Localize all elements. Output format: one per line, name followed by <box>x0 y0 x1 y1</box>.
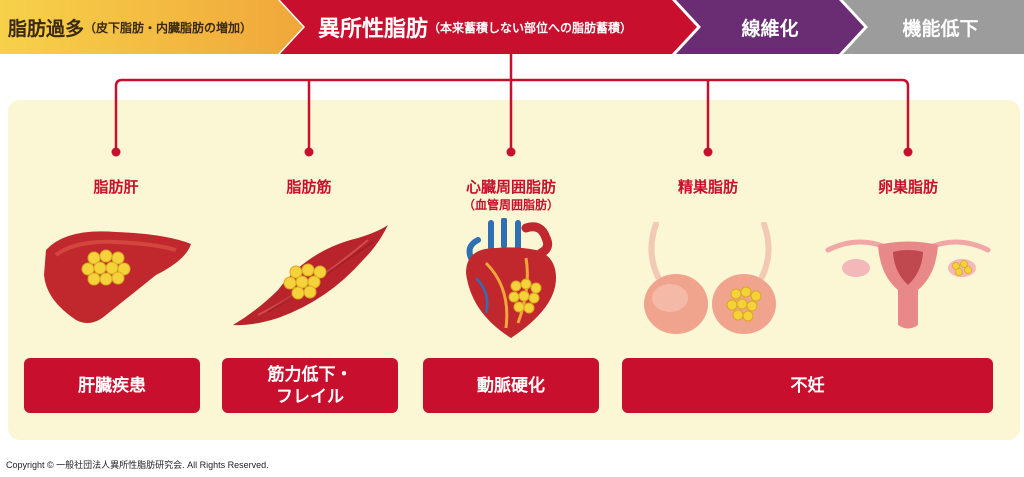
organ-label-fatty-muscle: 脂肪筋 <box>286 178 332 196</box>
flow-step-4-title: 機能低下 <box>902 17 979 40</box>
liver-icon <box>44 231 191 324</box>
organ-label-epicardial-fat: 心臓周囲脂肪 <box>465 178 556 196</box>
disease-arteriosclerosis: 動脈硬化 <box>423 358 599 413</box>
flow-step-2-title: 異所性脂肪 <box>318 17 429 42</box>
disease-arteriosclerosis-label: 動脈硬化 <box>477 375 545 396</box>
flow-step-ectopic-fat: 異所性脂肪 （本来蓄積しない部位への脂肪蓄積） <box>280 0 697 54</box>
organ-sublabel-perivascular-fat: （血管周囲脂肪） <box>462 198 559 212</box>
flow-step-1-title: 脂肪過多 <box>8 17 85 40</box>
flow-step-dysfunction: 機能低下 <box>843 0 1024 54</box>
organ-label-testis-fat: 精巣脂肪 <box>677 178 738 196</box>
uterus-ovary-icon <box>825 239 991 329</box>
disease-muscle-label-2: フレイル <box>276 386 344 407</box>
disease-liver: 肝臓疾患 <box>24 358 200 413</box>
flow-step-2-note: （本来蓄積しない部位への脂肪蓄積） <box>428 20 633 35</box>
testis-icon <box>644 222 776 334</box>
disease-muscle-label-1: 筋力低下・ <box>267 364 353 385</box>
flow-step-3-title: 線維化 <box>741 17 799 40</box>
disease-liver-label: 肝臓疾患 <box>78 375 146 396</box>
flow-step-excess-fat: 脂肪過多 （皮下脂肪・内臓脂肪の増加） <box>0 0 303 54</box>
disease-muscle: 筋力低下・ フレイル <box>222 358 398 413</box>
disease-infertility-label: 不妊 <box>790 375 825 396</box>
muscle-icon <box>233 225 388 326</box>
heart-icon <box>466 218 556 338</box>
flow-step-1-note: （皮下脂肪・内臓脂肪の増加） <box>84 20 253 35</box>
flow-step-fibrosis: 線維化 <box>676 0 864 54</box>
copyright-notice: Copyright © 一般社団法人異所性脂肪研究会. All Rights R… <box>6 460 269 470</box>
disease-infertility: 不妊 <box>622 358 993 413</box>
organ-label-fatty-liver: 脂肪肝 <box>93 178 139 196</box>
organ-label-ovary-fat: 卵巣脂肪 <box>877 178 938 196</box>
